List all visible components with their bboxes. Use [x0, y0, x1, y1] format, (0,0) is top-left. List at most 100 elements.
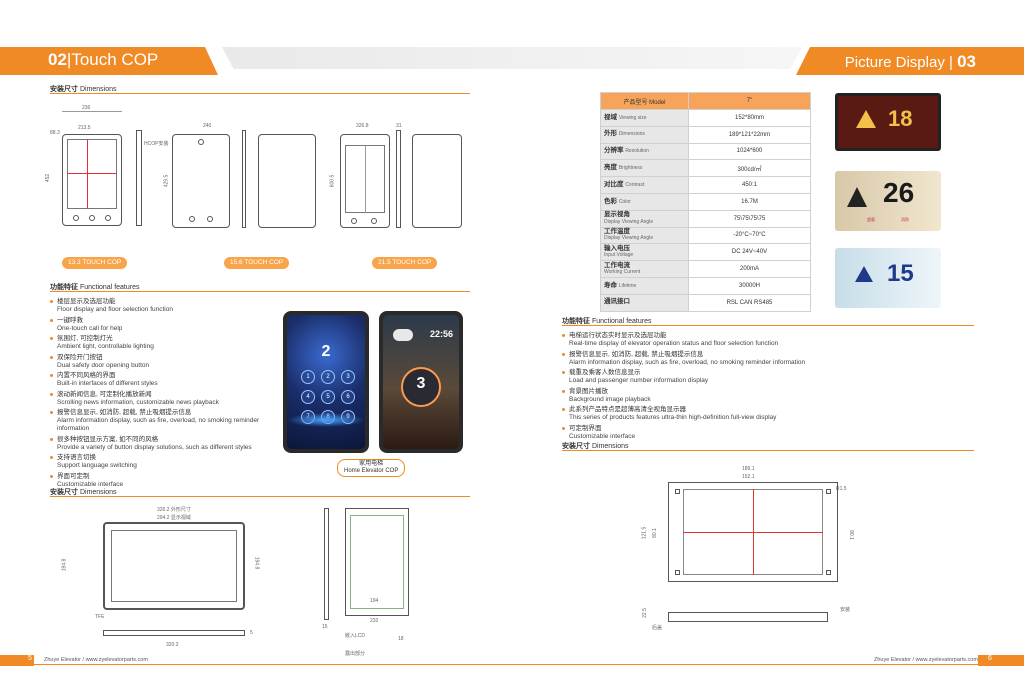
right-header-num: 03	[957, 52, 976, 71]
feature-en: Background image playback	[569, 395, 651, 403]
feature-cn: 此系列产品特点是超薄高清全视角显示器	[569, 406, 686, 413]
floor-button[interactable]: 2	[321, 370, 335, 384]
feature-cn: 报警信息显示, 如消防, 超载, 禁止吸烟提示信息	[57, 409, 192, 416]
spec-value: 189*121*22mm	[688, 125, 811, 144]
spec-key-en: Contrast	[625, 181, 645, 188]
dim-194: 194	[370, 598, 379, 604]
spec-value: 30000H	[688, 276, 811, 295]
display-photo-26: 26 超载 消防	[835, 171, 941, 231]
dim-121: 121.5	[641, 526, 648, 540]
feature-en: Provide a variety of button display solu…	[57, 443, 252, 451]
drawing-15-side	[242, 130, 246, 228]
up-arrow-icon	[847, 187, 867, 207]
dim-236: 236	[82, 105, 91, 111]
feature-en: Ambient light, controllable lighting	[57, 343, 154, 350]
left-dimensions2-rule	[50, 496, 470, 497]
spec-key-cn: 工作温度	[604, 227, 630, 235]
drawing-21-back	[412, 134, 462, 228]
drawing-display-front	[668, 482, 838, 582]
floor-button[interactable]: 4	[301, 390, 315, 404]
feature-en: Alarm information display, such as fire,…	[57, 417, 260, 432]
right-header-sep: |	[949, 54, 953, 71]
spec-value: DC 24V~40V	[688, 243, 811, 262]
display-photo-15: 15	[835, 248, 941, 308]
dim-line-236	[62, 111, 122, 112]
label-exposed: 露出部分	[345, 651, 366, 657]
drawing-bottom-front	[103, 522, 245, 610]
dim-452: 452	[45, 173, 52, 183]
dim-width: 320.2	[166, 642, 179, 648]
touch-cop-screen-warm: 22:56 3	[383, 315, 459, 449]
left-features-cn: 功能特征	[50, 284, 78, 291]
feature-en: Real-time display of elevator operation …	[569, 340, 779, 347]
dim-31: 31	[396, 123, 402, 129]
spec-key-cn: 工作电流	[604, 261, 630, 269]
floor-number: 26	[883, 177, 915, 208]
floor-button[interactable]: 3	[341, 370, 355, 384]
model-tag-13: 13.3 TOUCH COP	[62, 257, 128, 269]
touch-cop-device-warm: 22:56 3	[379, 311, 463, 453]
floor-button[interactable]: 1	[301, 370, 315, 384]
floor-button[interactable]: 5	[321, 390, 335, 404]
feature-en: Scrolling news information, customizable…	[57, 398, 219, 406]
dim-213: 213.5	[78, 125, 91, 131]
dim-232: 232	[370, 618, 379, 624]
drawing-bottom-base	[103, 630, 245, 636]
spec-key-en: Input Voltage	[604, 252, 634, 259]
right-header-label: Picture Display	[844, 54, 945, 71]
feature-cn: 电梯运行状态实时显示及选层功能	[569, 332, 667, 339]
feature-en: One-touch call for help	[57, 324, 123, 332]
left-footer-text: Zhuye Elevator / www.zyelevatorparts.com	[44, 657, 148, 663]
right-features-cn: 功能特征	[562, 318, 590, 325]
floor-number: 3	[416, 375, 426, 392]
model-key-cn: 产品型号	[623, 99, 648, 106]
spec-key-cn: 色彩	[604, 197, 617, 205]
drawing-15-back	[258, 134, 316, 228]
right-header-bar	[796, 47, 1024, 75]
home-elevator-caption: 家用电梯 Home Elevator COP	[337, 459, 406, 477]
dim-18: 18	[398, 636, 404, 642]
drawing-13-front	[62, 134, 122, 226]
hcop-label: HCOP安装	[144, 141, 169, 147]
dim-height: 194.8	[61, 558, 68, 572]
overload-label: 超载	[867, 217, 875, 222]
label-embed: 嵌入LCD	[345, 633, 366, 639]
spec-value: 152*80mm	[688, 109, 811, 127]
left-dimensions2-title: 安装尺寸 Dimensions	[50, 487, 117, 497]
right-header-title: Picture Display | 03	[845, 52, 976, 72]
dim-80: 80.1	[651, 528, 658, 538]
feature-en: Dual safety door opening button	[57, 361, 150, 369]
dim-600: 600.5	[329, 174, 336, 188]
floor-button[interactable]: 6	[341, 390, 355, 404]
spec-key-cn: 对比度	[604, 180, 624, 188]
floor-number: 2	[321, 343, 331, 360]
left-features-en: Functional features	[79, 284, 140, 291]
right-features-rule	[562, 325, 974, 326]
table-header-value: 7"	[688, 92, 811, 110]
feature-en: Load and passenger number information di…	[569, 377, 709, 384]
label-install: 安装	[840, 607, 851, 613]
feature-cn: 双保险开门按钮	[57, 353, 103, 361]
drawing-display-side	[668, 612, 828, 622]
drawing-21-side	[396, 130, 401, 228]
spec-value: 200mA	[688, 260, 811, 278]
right-footer-text: Zhuye Elevator / www.zyelevatorparts.com	[874, 657, 978, 663]
glow-decoration	[287, 413, 365, 427]
left-dimensions2-en: Dimensions	[79, 489, 117, 496]
